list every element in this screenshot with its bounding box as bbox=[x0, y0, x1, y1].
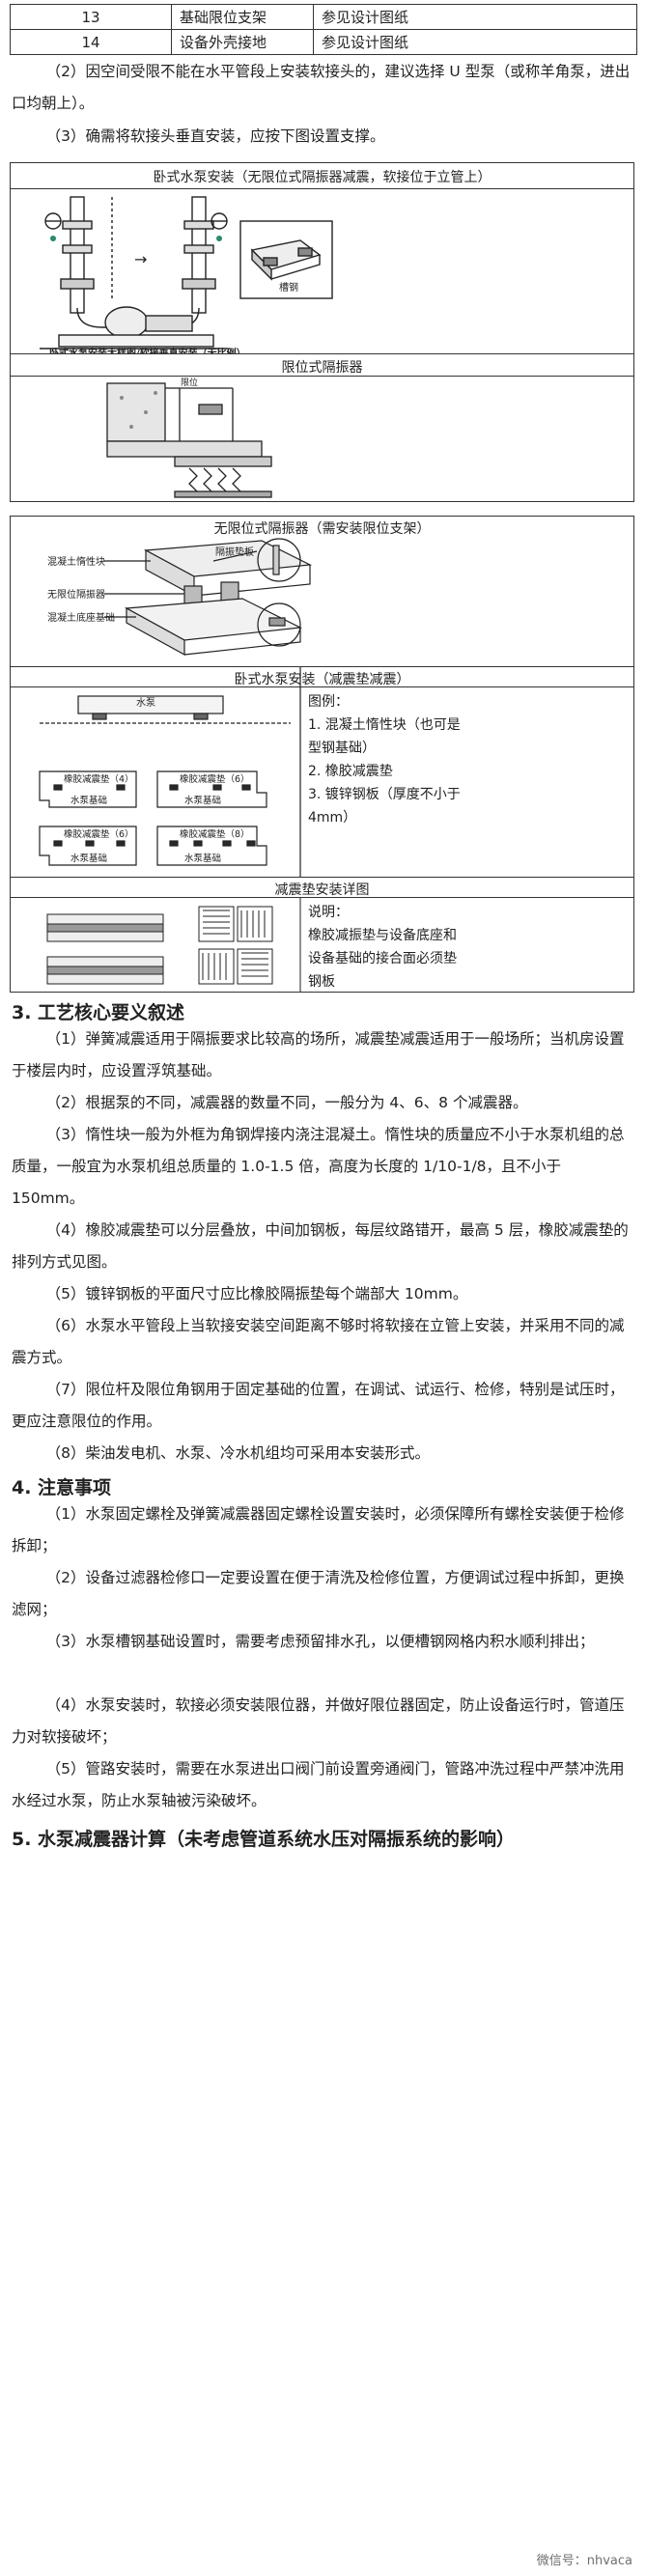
note-paragraph-3: （3）确需将软接头垂直安装，应按下图设置支撑。 bbox=[45, 127, 385, 145]
legend: 图例： 1. 混凝土惰性块（也可是型钢基础） 2. 橡胶减震垫 3. 镀锌钢板（… bbox=[308, 690, 463, 829]
section-paragraph: （8）柴油发电机、水泵、冷水机组均可采用本安装形式。 bbox=[45, 1444, 431, 1462]
section-paragraph: （2）根据泵的不同，减震器的数量不同，一般分为 4、6、8 个减震器。 bbox=[45, 1094, 528, 1111]
spec-table: 13 基础限位支架 参见设计图纸 14 设备外壳接地 参见设计图纸 bbox=[10, 4, 637, 55]
section-paragraph: （2）设备过滤器检修口一定要设置在便于清洗及检修位置，方便调试过程中拆卸，更换滤… bbox=[12, 1569, 625, 1618]
pump-label: 水泵 bbox=[136, 698, 155, 709]
section-paragraph: （7）限位杆及限位角钢用于固定基础的位置，在调试、试运行、检修，特别是试压时，更… bbox=[12, 1381, 625, 1430]
legend-item: 3. 镀锌钢板（厚度不小于 4mm） bbox=[308, 787, 461, 826]
note-paragraph-2: （2）因空间受限不能在水平管段上安装软接头的，建议选择 U 型泵（或称羊角泵，进… bbox=[12, 63, 631, 112]
pad-base-label: 水泵基础 bbox=[70, 796, 108, 806]
rubber-pad-drawing bbox=[39, 667, 301, 880]
section-paragraph: （4）橡胶减震垫可以分层叠放，中间加钢板，每层纹路错开，最高 5 层，橡胶减震垫… bbox=[12, 1221, 629, 1271]
figure-title: 减震垫安装详图 bbox=[274, 882, 370, 898]
pad-base-label: 水泵基础 bbox=[184, 854, 222, 864]
note-text: 橡胶减振垫与设备底座和设备基础的接合面必须垫钢板 bbox=[308, 928, 457, 990]
detail-label: 槽钢 bbox=[279, 283, 298, 294]
section-paragraph: （1）水泵固定螺栓及弹簧减震器固定螺栓设置安装时，必须保障所有螺栓安装便于检修拆… bbox=[12, 1505, 625, 1554]
divider bbox=[11, 686, 633, 687]
figure-limit-isolator: 限位式隔振器 限位 bbox=[10, 353, 634, 502]
flow-arrow: → bbox=[134, 250, 148, 268]
legend-title: 图例： bbox=[308, 694, 349, 710]
table-row: 14 设备外壳接地 参见设计图纸 bbox=[10, 29, 637, 55]
divider bbox=[11, 376, 633, 377]
section-paragraph: （6）水泵水平管段上当软接安装空间距离不够时将软接在立管上安装，并采用不同的减震… bbox=[12, 1317, 625, 1366]
row-remark: 参见设计图纸 bbox=[313, 29, 637, 55]
unlimited-isolator-drawing bbox=[104, 538, 313, 657]
watermark: 微信号：nhvaca bbox=[536, 2554, 632, 2568]
row-name: 设备外壳接地 bbox=[171, 29, 314, 55]
divider bbox=[11, 188, 633, 189]
pad-label: 橡胶减震垫（4） bbox=[64, 774, 134, 785]
divider bbox=[11, 897, 633, 898]
pad-label: 橡胶减震垫（6） bbox=[180, 774, 250, 785]
pad-base-label: 水泵基础 bbox=[70, 854, 108, 864]
label-concrete-base: 混凝土底座基础 bbox=[47, 613, 115, 624]
note-box: 说明： 橡胶减振垫与设备底座和设备基础的接合面必须垫钢板 bbox=[308, 901, 463, 994]
label-unlimited-isolator: 无限位隔振器 bbox=[47, 590, 105, 601]
figure-title: 卧式水泵安装（无限位式隔振器减震，软接位于立管上） bbox=[153, 170, 492, 185]
section-paragraph: （1）弹簧减震适用于隔振要求比较高的场所，减震垫减震适用于一般场所；当机房设置于… bbox=[12, 1030, 625, 1079]
table-row: 13 基础限位支架 参见设计图纸 bbox=[10, 4, 637, 30]
pump-installation-drawing bbox=[40, 196, 333, 350]
figure-title: 限位式隔振器 bbox=[281, 360, 363, 376]
figure-pad-detail: 减震垫安装详图 说明： 橡胶减振垫与设备底座和设备基础的接合面必须垫钢板 bbox=[10, 877, 634, 993]
section-paragraph: （5）管路安装时，需要在水泵进出口阀门前设置旁通阀门，管路冲洗过程中严禁冲洗用水… bbox=[12, 1760, 625, 1809]
figure-title: 卧式水泵安装（减震垫减震） bbox=[234, 672, 410, 687]
pad-detail-drawing bbox=[46, 897, 301, 992]
row-remark: 参见设计图纸 bbox=[313, 4, 637, 30]
row-name: 基础限位支架 bbox=[171, 4, 314, 30]
pad-label: 橡胶减震垫（8） bbox=[180, 829, 250, 840]
label-concrete-block: 混凝土惰性块 bbox=[47, 557, 105, 568]
section-paragraph: （3）惰性块一般为外框为角钢焊接内浇注混凝土。惰性块的质量应不小于水泵机组的总质… bbox=[12, 1126, 625, 1207]
limit-isolator-drawing bbox=[106, 382, 272, 498]
section-paragraph: （3）水泵槽钢基础设置时，需要考虑预留排水孔，以便槽钢网格内积水顺利排出； bbox=[45, 1633, 595, 1650]
figure-pump-installation: 卧式水泵安装（无限位式隔振器减震，软接位于立管上） bbox=[10, 162, 634, 359]
note-title: 说明： bbox=[308, 905, 349, 920]
pad-base-label: 水泵基础 bbox=[184, 796, 222, 806]
figure-title: 无限位式隔振器（需安装限位支架） bbox=[213, 521, 431, 537]
section-paragraph: （4）水泵安装时，软接必须安装限位器，并做好限位器固定，防止设备运行时，管道压力… bbox=[12, 1696, 625, 1746]
section-paragraph: （5）镀锌钢板的平面尺寸应比橡胶隔振垫每个端部大 10mm。 bbox=[45, 1285, 468, 1302]
label-isolation-pad: 隔振垫板 bbox=[215, 547, 254, 558]
legend-item: 2. 橡胶减震垫 bbox=[308, 764, 393, 779]
section-heading: 4. 注意事项 bbox=[12, 1477, 112, 1498]
figure-rubber-pad-installation: 卧式水泵安装（减震垫减震） 水泵 橡胶减震垫（4） 水泵基础 橡胶减震垫（6） … bbox=[10, 666, 634, 881]
limit-label: 限位 bbox=[181, 378, 199, 388]
section-heading: 5. 水泵减震器计算（未考虑管道系统水压对隔振系统的影响） bbox=[12, 1829, 516, 1850]
section-heading: 3. 工艺核心要义叙述 bbox=[12, 1002, 185, 1023]
row-number: 14 bbox=[10, 29, 172, 55]
legend-item: 1. 混凝土惰性块（也可是型钢基础） bbox=[308, 717, 461, 756]
pad-label: 橡胶减震垫（6） bbox=[64, 829, 134, 840]
row-number: 13 bbox=[10, 4, 172, 30]
figure-unlimited-isolator: 无限位式隔振器（需安装限位支架） 混凝土惰性块 无限位隔振器 混凝土底座基础 隔… bbox=[10, 516, 634, 675]
